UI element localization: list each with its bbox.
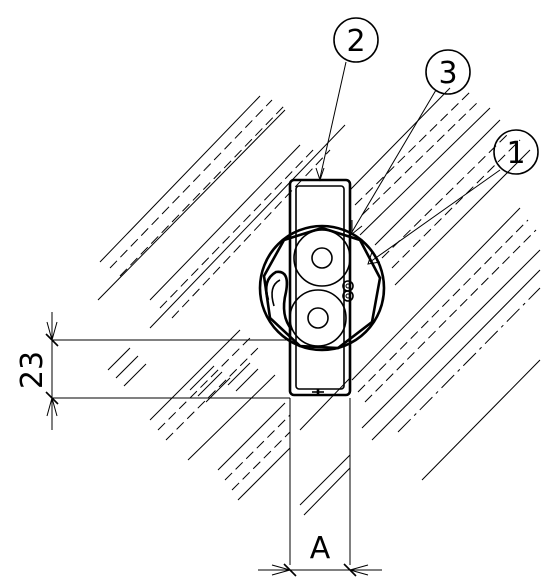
callout-3-label: 3 — [438, 56, 457, 91]
callout-3: 3 — [425, 49, 471, 95]
callout-1: 1 — [493, 129, 539, 175]
dimension-horizontal: A — [258, 531, 382, 577]
glass-hatching — [97, 87, 541, 516]
hinge-assembly — [258, 224, 386, 352]
dimension-23-label: 23 — [15, 351, 50, 389]
callout-2-label: 2 — [346, 24, 365, 59]
side-leaf — [52, 339, 351, 565]
dimension-a-label: A — [310, 531, 331, 566]
callout-2: 2 — [333, 17, 379, 63]
leader-lines — [315, 61, 501, 265]
mullion-profile — [288, 178, 352, 397]
callout-1-label: 1 — [506, 136, 525, 171]
dimension-vertical: 23 — [15, 312, 59, 430]
